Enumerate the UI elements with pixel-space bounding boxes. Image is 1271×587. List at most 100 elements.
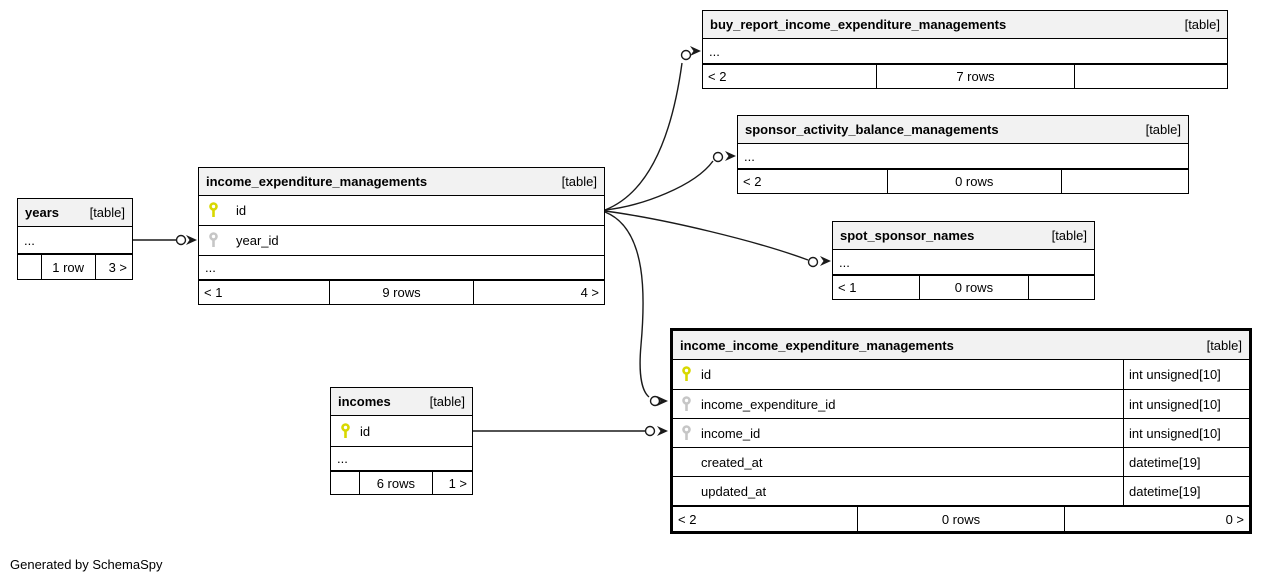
primary-key-icon bbox=[680, 366, 692, 383]
table-header: sponsor_activity_balance_managements [ta… bbox=[738, 116, 1188, 144]
footer-row-count: 0 rows bbox=[886, 170, 1062, 193]
column-name: created_at bbox=[701, 454, 763, 470]
relationship-iem-to-income-income-expenditure bbox=[604, 211, 668, 407]
table-header: incomes [table] bbox=[331, 388, 472, 416]
footer-parents-count bbox=[1075, 65, 1227, 88]
footer-row-count: 0 rows bbox=[857, 507, 1065, 531]
column-type: datetime[19] bbox=[1123, 448, 1249, 476]
footer-row-count: 0 rows bbox=[919, 276, 1029, 299]
column-name: income_expenditure_id bbox=[701, 396, 836, 412]
column-name: id bbox=[236, 203, 247, 218]
table-title: sponsor_activity_balance_managements bbox=[745, 122, 999, 137]
column-type: datetime[19] bbox=[1123, 477, 1249, 505]
table-type-tag: [table] bbox=[1184, 17, 1220, 32]
column-name: id bbox=[360, 423, 371, 439]
table-header: spot_sponsor_names [table] bbox=[833, 222, 1094, 250]
table-type-tag: [table] bbox=[429, 394, 465, 409]
table-header: income_income_expenditure_managements [t… bbox=[673, 331, 1249, 360]
table-row-ellipsis: ... bbox=[703, 39, 1227, 64]
table-title: income_expenditure_managements bbox=[206, 174, 428, 189]
table-type-tag: [table] bbox=[561, 174, 597, 189]
relationship-years-to-income-expenditure-managements bbox=[133, 234, 197, 246]
footer-children-count: < 2 bbox=[743, 174, 762, 189]
ellipsis-label: ... bbox=[839, 254, 850, 270]
primary-key-icon bbox=[207, 202, 219, 219]
table-header: years [table] bbox=[18, 199, 132, 227]
table-title: years bbox=[25, 205, 59, 220]
foreign-key-icon bbox=[680, 395, 692, 413]
relationship-incomes-to-income-income-expenditure bbox=[473, 425, 668, 437]
footer-children-count: < 1 bbox=[204, 285, 223, 300]
table-footer: < 1 9 rows 4 > bbox=[199, 280, 604, 304]
table-type-tag: [table] bbox=[1206, 337, 1242, 353]
column-row: id bbox=[331, 416, 472, 447]
footer-children-count bbox=[331, 472, 359, 494]
relationship-iem-to-spot-sponsor-names bbox=[604, 210, 831, 268]
table-row-ellipsis: ... bbox=[833, 250, 1094, 275]
table-row-ellipsis: ... bbox=[738, 144, 1188, 169]
column-name: income_id bbox=[701, 425, 761, 441]
table-title: buy_report_income_expenditure_management… bbox=[710, 17, 1007, 32]
column-name: id bbox=[701, 367, 712, 382]
table-footer: 6 rows 1 > bbox=[331, 471, 472, 494]
column-type: int unsigned[10] bbox=[1123, 390, 1249, 418]
table-title: income_income_expenditure_managements bbox=[680, 337, 954, 353]
footer-row-count: 7 rows bbox=[875, 65, 1076, 88]
table-footer: < 2 0 rows bbox=[738, 169, 1188, 193]
footer-children-count: < 2 bbox=[708, 69, 727, 84]
column-row: created_at datetime[19] bbox=[673, 448, 1249, 477]
table-type-tag: [table] bbox=[1145, 122, 1181, 137]
table-title: incomes bbox=[338, 394, 391, 409]
relationship-iem-to-sponsor-activity bbox=[604, 151, 736, 211]
ellipsis-label: ... bbox=[709, 43, 720, 59]
footer-parents-count bbox=[1062, 170, 1188, 193]
footer-row-count: 1 row bbox=[40, 255, 96, 279]
footer-parents-count: 0 > bbox=[1225, 511, 1244, 527]
table-type-tag: [table] bbox=[1051, 228, 1087, 243]
footer-parents-count bbox=[1029, 276, 1094, 299]
table-spot-sponsor-names[interactable]: spot_sponsor_names [table] ... < 1 0 row… bbox=[832, 221, 1095, 300]
table-row-ellipsis: ... bbox=[331, 447, 472, 471]
table-header: income_expenditure_managements [table] bbox=[199, 168, 604, 196]
column-name: year_id bbox=[236, 233, 279, 248]
table-income-expenditure-managements[interactable]: income_expenditure_managements [table] i… bbox=[198, 167, 605, 305]
table-sponsor-activity-balance-managements[interactable]: sponsor_activity_balance_managements [ta… bbox=[737, 115, 1189, 194]
table-footer: < 1 0 rows bbox=[833, 275, 1094, 299]
table-title: spot_sponsor_names bbox=[840, 228, 975, 243]
column-row: id int unsigned[10] bbox=[673, 360, 1249, 390]
primary-key-icon bbox=[339, 422, 351, 440]
footer-children-count bbox=[18, 255, 41, 279]
ellipsis-label: ... bbox=[337, 451, 348, 466]
footer-parents-count: 4 > bbox=[580, 285, 599, 300]
table-incomes[interactable]: incomes [table] id ... 6 rows 1 > bbox=[330, 387, 473, 495]
column-type: int unsigned[10] bbox=[1123, 360, 1249, 389]
ellipsis-label: ... bbox=[205, 260, 216, 275]
table-footer: < 2 0 rows 0 > bbox=[673, 506, 1249, 531]
footer-row-count: 6 rows bbox=[359, 472, 433, 494]
column-row: year_id bbox=[199, 226, 604, 256]
footer-parents-count: 1 > bbox=[448, 475, 467, 491]
ellipsis-label: ... bbox=[744, 148, 755, 164]
ellipsis-label: ... bbox=[24, 232, 35, 248]
table-row-ellipsis: ... bbox=[18, 227, 132, 254]
column-type: int unsigned[10] bbox=[1123, 419, 1249, 447]
foreign-key-icon bbox=[207, 232, 219, 249]
table-income-income-expenditure-managements[interactable]: income_income_expenditure_managements [t… bbox=[670, 328, 1252, 534]
table-buy-report-income-expenditure-managements[interactable]: buy_report_income_expenditure_management… bbox=[702, 10, 1228, 89]
column-name: updated_at bbox=[701, 483, 767, 499]
column-row: income_id int unsigned[10] bbox=[673, 419, 1249, 448]
footer-children-count: < 2 bbox=[678, 511, 697, 527]
foreign-key-icon bbox=[680, 424, 692, 442]
relationship-iem-to-buy-report bbox=[604, 46, 701, 211]
column-row: income_expenditure_id int unsigned[10] bbox=[673, 390, 1249, 419]
column-row: id bbox=[199, 196, 604, 226]
table-footer: 1 row 3 > bbox=[18, 254, 132, 279]
table-footer: < 2 7 rows bbox=[703, 64, 1227, 88]
footer-parents-count: 3 > bbox=[108, 259, 127, 275]
footer-row-count: 9 rows bbox=[328, 281, 475, 304]
table-years[interactable]: years [table] ... 1 row 3 > bbox=[17, 198, 133, 280]
table-type-tag: [table] bbox=[89, 205, 125, 220]
column-row: updated_at datetime[19] bbox=[673, 477, 1249, 506]
footer-children-count: < 1 bbox=[838, 280, 857, 295]
